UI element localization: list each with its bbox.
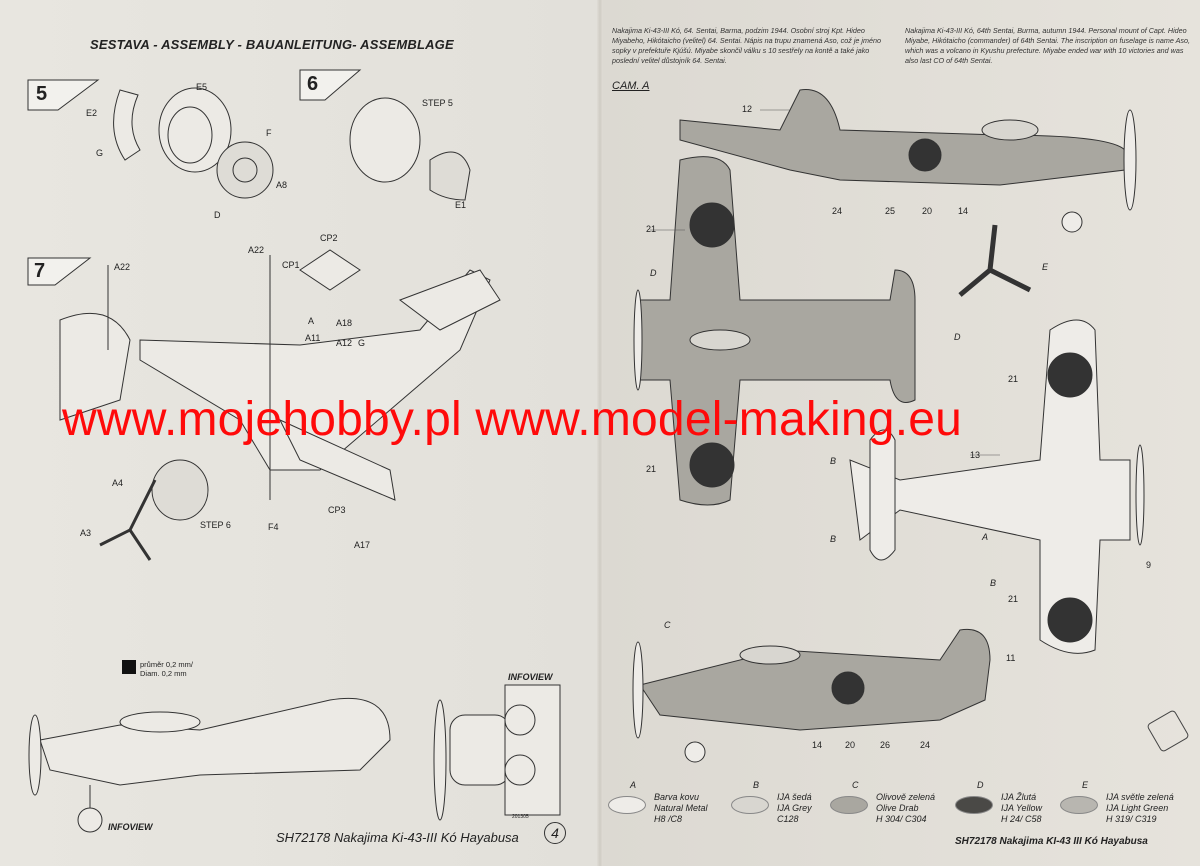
diameter-note: průměr 0,2 mm/ Diam. 0,2 mm	[140, 660, 193, 678]
legend-letter: E	[1082, 780, 1089, 790]
diameter-note-cz: průměr 0,2 mm/	[140, 660, 193, 669]
callout: 11	[1006, 653, 1016, 663]
callout: B	[830, 534, 837, 544]
step-5-cowling	[113, 87, 274, 199]
color-swatch	[830, 796, 868, 814]
step-6-cowling	[349, 97, 471, 201]
description-cz: Nakajima Ki-43-III Kó, 64. Sentai, Barma…	[612, 26, 882, 65]
drill-hand-icon	[122, 660, 136, 674]
part-label: A11	[305, 333, 321, 343]
callout: 24	[832, 206, 843, 216]
part-label: G	[96, 148, 104, 158]
callout: 20	[922, 206, 933, 216]
part-label: STEP 6	[200, 520, 231, 530]
infoview-label: INFOVIEW	[508, 672, 553, 682]
part-label: A	[308, 316, 315, 326]
print-code: 201305	[512, 814, 529, 820]
callout-lines	[650, 109, 1000, 456]
part-label: F4	[268, 522, 279, 532]
side-view-aircraft-bottom	[632, 628, 991, 763]
callout: 21	[1008, 374, 1019, 384]
callout: 14	[812, 740, 823, 750]
callout: 13	[970, 450, 981, 460]
step-7-number: 7	[34, 260, 46, 282]
part-label: E5	[196, 82, 208, 92]
callout: 20	[845, 740, 856, 750]
legend-letter: A	[630, 780, 637, 790]
step-5-number: 5	[36, 83, 48, 105]
top-view-aircraft	[633, 156, 916, 506]
color-swatch	[1060, 796, 1098, 814]
propeller-detail	[958, 224, 1032, 297]
camo-scheme-label: CAM. A	[612, 80, 650, 92]
description-en: Nakajima Ki-43-III Kó, 64th Sentai, Burm…	[905, 26, 1190, 65]
step-6-number: 6	[307, 73, 319, 95]
callout: 21	[646, 464, 657, 474]
watermark: www.mojehobby.pl www.model-making.eu	[62, 393, 963, 446]
part-label: CP2	[320, 233, 338, 243]
part-label: F	[266, 128, 272, 138]
part-label: G	[358, 338, 366, 348]
callout: D	[954, 332, 961, 342]
part-label: A17	[354, 540, 371, 550]
step-5-box	[27, 79, 100, 111]
callout: 26	[880, 740, 891, 750]
left-footer-title: SH72178 Nakajima Ki-43-III Kó Hayabusa	[276, 830, 519, 845]
part-label: A22	[248, 245, 265, 255]
legend-letter: C	[852, 780, 859, 790]
underside-view-aircraft	[849, 319, 1145, 654]
legend-letter: B	[753, 780, 760, 790]
color-swatch	[608, 796, 646, 814]
part-label: STEP 5	[422, 98, 453, 108]
callout: C	[664, 620, 671, 630]
infoview-label: INFOVIEW	[108, 822, 153, 832]
part-label: A18	[336, 318, 353, 328]
part-label: A4	[112, 478, 124, 488]
color-swatch	[731, 796, 769, 814]
part-label: A12	[336, 338, 353, 348]
callout: B	[990, 578, 997, 588]
infoview-engine-detail	[433, 684, 561, 821]
callout: A	[982, 532, 989, 542]
part-label: E1	[455, 200, 467, 210]
legend-letter: D	[977, 780, 984, 790]
part-label: A8	[276, 180, 288, 190]
callout: 12	[742, 104, 753, 114]
part-label: D	[214, 210, 221, 220]
step-6-box	[299, 69, 362, 101]
diameter-note-en: Diam. 0,2 mm	[140, 669, 187, 678]
right-footer-title: SH72178 Nakajima KI-43 III Kó Hayabusa	[955, 836, 1148, 847]
infoview-side-aircraft	[28, 697, 391, 833]
callout: 21	[646, 224, 657, 234]
page-fold	[597, 0, 603, 866]
callout: 9	[1146, 560, 1152, 570]
part-label: CP3	[328, 505, 346, 515]
assembly-title: SESTAVA - ASSEMBLY - BAUANLEITUNG- ASSEM…	[90, 37, 454, 52]
step-7-box	[27, 257, 92, 286]
callout: E	[1042, 262, 1049, 272]
part-label: E2	[86, 108, 98, 118]
callout: 14	[958, 206, 969, 216]
part-label: A22	[114, 262, 131, 272]
step-7-aircraft	[59, 249, 501, 561]
color-swatch	[955, 796, 993, 814]
page-number: 4	[544, 822, 566, 844]
part-label: CP1	[282, 260, 300, 270]
callout: 24	[920, 740, 931, 750]
callout: 21	[1008, 594, 1019, 604]
callout: 25	[885, 206, 896, 216]
callout: B	[830, 456, 837, 466]
callout: D	[650, 268, 657, 278]
side-view-aircraft-top	[679, 89, 1137, 233]
part-label: A3	[80, 528, 92, 538]
